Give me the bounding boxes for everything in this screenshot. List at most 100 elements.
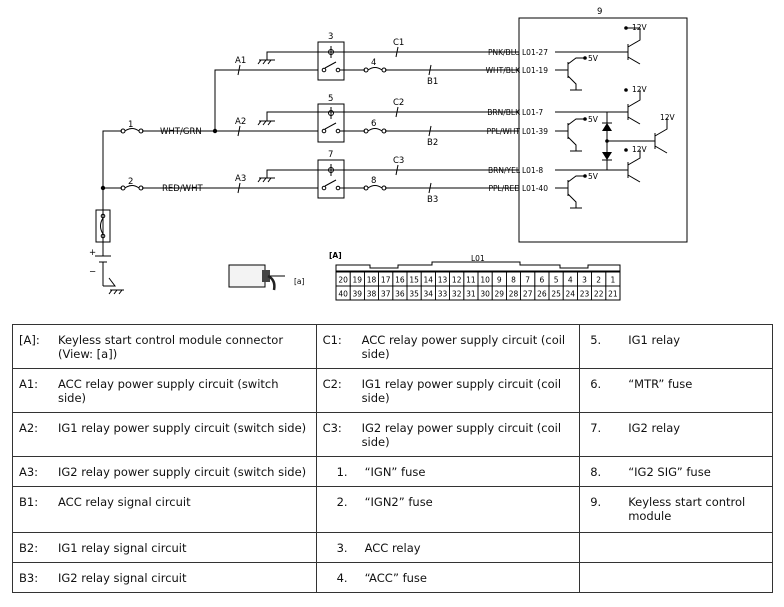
legend-cell: 7.IG2 relay (579, 412, 773, 457)
legend-description: IG2 relay (628, 421, 681, 435)
legend-description: “IGN” fuse (364, 465, 426, 479)
legend-code: 6. (590, 377, 602, 391)
connector-pin-cell (605, 285, 621, 301)
legend-description: IG1 relay signal circuit (58, 541, 187, 555)
wire-label-brn-yel: BRN/YEL (488, 166, 521, 175)
connector-pin-number: 20 (338, 276, 348, 285)
connector-pin-number: 23 (580, 290, 590, 299)
wire-label-ppl-wht: PPL/WHT (487, 127, 521, 136)
legend-description: IG2 relay signal circuit (58, 571, 187, 585)
legend-cell (579, 562, 773, 593)
supply-12v-label-1: 12V (632, 23, 648, 32)
legend-code: 2. (336, 495, 348, 509)
legend-code: A3: (19, 465, 39, 479)
connector-tag: [A] (329, 251, 342, 260)
ig1-relay: 5 (317, 94, 345, 143)
legend-description: IG1 relay (628, 333, 681, 347)
a-circuit-markers: A1 A2 A3 (235, 56, 246, 194)
ign2-fuse-number: 2 (128, 177, 133, 187)
legend-cell: B1: ACC relay signal circuit (12, 486, 317, 533)
terminal-l01-27: L01-27 (522, 48, 548, 57)
legend-code: B2: (19, 541, 39, 555)
terminal-l01-8: L01-8 (522, 166, 543, 175)
connector-pin-number: 32 (452, 290, 462, 299)
legend-cell: 3.ACC relay (315, 532, 581, 563)
circuit-a1-label: A1 (235, 56, 246, 66)
legend-cell: B2: IG1 relay signal circuit (12, 532, 317, 563)
connector-pin-number: 16 (395, 276, 405, 285)
legend-code: A1: (19, 377, 39, 391)
mtr-fuse: 6 (363, 119, 387, 134)
acc-fuse-number: 4 (371, 58, 376, 68)
legend-code: A2: (19, 421, 39, 435)
bc-circuit-markers: C1 B1 C2 B2 C3 B3 (393, 38, 438, 205)
module-number-label: 9 (597, 7, 602, 17)
legend-row: A3:IG2 relay power supply circuit (switc… (12, 456, 773, 487)
connector-pin-number: 34 (424, 290, 434, 299)
mtr-fuse-number: 6 (371, 119, 376, 129)
legend-cell: A1:ACC relay power supply circuit (switc… (12, 368, 317, 413)
legend-code: 8. (590, 465, 602, 479)
legend-cell (579, 532, 773, 563)
connector-pin-number: 39 (353, 290, 363, 299)
legend-code: C2: (322, 377, 342, 391)
ign2-fuse: 2 (120, 177, 144, 191)
supply-5v-label-3: 5V (588, 172, 599, 181)
circuit-a2-label: A2 (235, 117, 246, 127)
connector-pin-number: 14 (424, 276, 434, 285)
legend-cell: [A]:Keyless start control module connect… (12, 324, 317, 369)
connector-pin-number: 31 (466, 290, 476, 299)
legend-code: C1: (322, 333, 342, 347)
connector-pin-number: 9 (497, 276, 502, 285)
connector-pin-number: 17 (381, 276, 391, 285)
battery-switch: + − (89, 209, 124, 295)
supply-5v-label-1: 5V (588, 54, 599, 63)
connector-pin-number: 3 (582, 276, 587, 285)
legend-description: ACC relay power supply circuit (coil sid… (361, 333, 566, 361)
connector-pin-number: 22 (594, 290, 604, 299)
view-marker-label: [a] (294, 277, 305, 286)
legend-cell: 4. “ACC” fuse (315, 562, 581, 593)
legend-description: “MTR” fuse (628, 377, 693, 391)
legend-row: B2: IG1 relay signal circuit 3.ACC relay (12, 532, 773, 563)
legend-code: [A]: (19, 333, 40, 347)
legend-description: IG1 relay power supply circuit (coil sid… (361, 377, 562, 405)
legend-cell: A2: IG1 relay power supply circuit (switc… (12, 412, 317, 457)
legend-description: ACC relay signal circuit (58, 495, 191, 509)
legend-cell: C1: ACC relay power supply circuit (coil … (315, 324, 581, 369)
acc-relay-number: 3 (328, 32, 333, 42)
connector-pin-number: 19 (353, 276, 363, 285)
circuit-c3-label: C3 (393, 156, 404, 166)
legend-code: B3: (19, 571, 39, 585)
legend-code: B1: (19, 495, 39, 509)
main-feed-wiring (100, 69, 318, 242)
terminal-l01-39: L01-39 (522, 127, 548, 136)
legend-description: “ACC” fuse (364, 571, 427, 585)
connector-pin-number: 40 (338, 290, 348, 299)
legend-code: 4. (336, 571, 348, 585)
terminal-l01-19: L01-19 (522, 66, 548, 75)
connector-pin-number: 8 (511, 276, 516, 285)
connector-pin-number: 37 (381, 290, 391, 299)
legend-table: [A]:Keyless start control module connect… (12, 324, 773, 593)
legend-description: IG1 relay power supply circuit (switch s… (58, 421, 307, 435)
connector-pin-number: 35 (409, 290, 419, 299)
legend-description: IG2 relay power supply circuit (coil sid… (361, 421, 562, 449)
terminal-l01-40: L01-40 (522, 184, 548, 193)
supply-5v-label-2: 5V (588, 115, 599, 124)
terminal-labels: PNK/BLU L01-27 WHT/BLK L01-19 BRN/BLK L0… (486, 48, 549, 193)
connector-pin-number: 13 (438, 276, 448, 285)
connector-pin-number: 12 (452, 276, 462, 285)
connector-pin-number: 26 (537, 290, 547, 299)
supply-12v-label-2: 12V (632, 85, 648, 94)
legend-row: [A]:Keyless start control module connect… (12, 324, 773, 369)
connector-pin-number: 30 (480, 290, 490, 299)
connector-pin-number: 10 (480, 276, 490, 285)
connector-pin-number: 36 (395, 290, 405, 299)
legend-code: 1. (336, 465, 348, 479)
legend-code: 9. (590, 495, 602, 509)
connector-pin-number: 15 (409, 276, 419, 285)
wire-label-pnk-blu: PNK/BLU (488, 48, 520, 57)
